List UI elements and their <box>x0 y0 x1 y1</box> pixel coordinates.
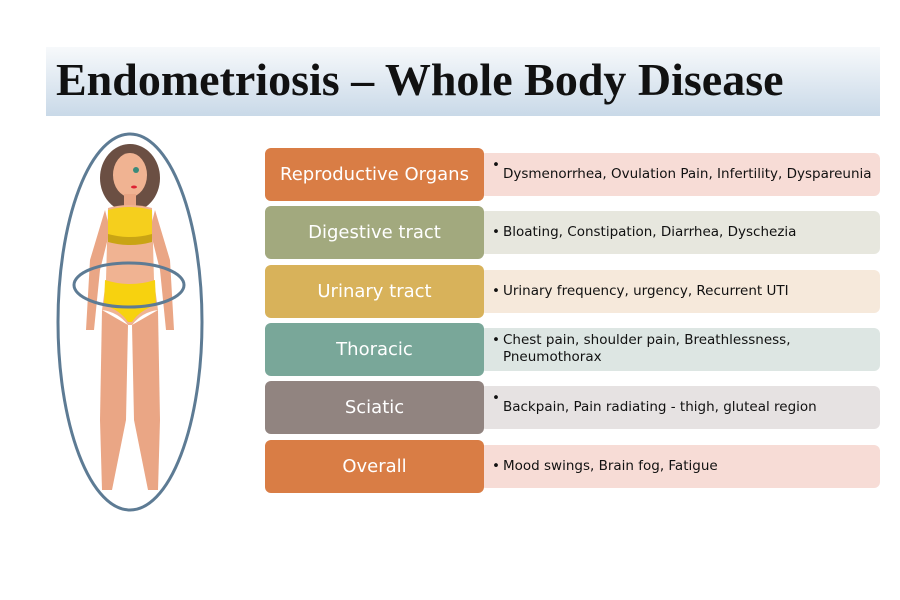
symptom-list: •Urinary frequency, urgency, Recurrent U… <box>480 269 880 313</box>
symptom-list: •Mood swings, Brain fog, Fatigue <box>480 444 880 488</box>
symptom-list: •Bloating, Constipation, Diarrhea, Dysch… <box>480 211 880 255</box>
bullet-icon: • <box>492 282 500 299</box>
category-label: Sciatic <box>265 381 484 435</box>
symptom-row: Reproductive Organs •Dysmenorrhea, Ovula… <box>265 148 880 201</box>
symptom-row: Sciatic •Backpain, Pain radiating - thig… <box>265 381 880 435</box>
symptom-text: Chest pain, shoulder pain, Breathlessnes… <box>502 332 791 366</box>
symptom-list: •Chest pain, shoulder pain, Breathlessne… <box>480 327 880 371</box>
bullet-icon: • <box>492 457 500 474</box>
category-label: Digestive tract <box>265 206 484 260</box>
category-label: Overall <box>265 439 484 493</box>
bullet-icon: • <box>492 390 500 407</box>
symptom-list: •Backpain, Pain radiating - thigh, glute… <box>480 386 880 430</box>
category-label: Urinary tract <box>265 264 484 318</box>
symptom-row: Overall •Mood swings, Brain fog, Fatigue <box>265 439 880 493</box>
category-label: Thoracic <box>265 322 484 376</box>
bullet-icon: • <box>492 331 500 348</box>
symptom-row: Urinary tract •Urinary frequency, urgenc… <box>265 264 880 318</box>
pelvic-region-outline <box>72 261 186 309</box>
symptom-text: Urinary frequency, urgency, Recurrent UT… <box>502 282 789 299</box>
symptom-text: Dysmenorrhea, Ovulation Pain, Infertilit… <box>502 166 872 182</box>
symptom-text: Bloating, Constipation, Diarrhea, Dysche… <box>502 224 797 241</box>
slide-title: Endometriosis – Whole Body Disease <box>56 54 784 105</box>
category-label: Reproductive Organs <box>265 148 484 201</box>
symptom-row: Digestive tract •Bloating, Constipation,… <box>265 206 880 260</box>
symptom-text: Backpain, Pain radiating - thigh, glutea… <box>502 399 817 416</box>
whole-body-outline <box>56 132 204 512</box>
symptom-text: Mood swings, Brain fog, Fatigue <box>502 457 718 474</box>
title-bar: Endometriosis – Whole Body Disease <box>46 47 880 116</box>
symptom-list: •Dysmenorrhea, Ovulation Pain, Infertili… <box>480 153 880 196</box>
woman-body-illustration <box>56 132 204 512</box>
bullet-icon: • <box>492 224 500 241</box>
symptom-row: Thoracic •Chest pain, shoulder pain, Bre… <box>265 322 880 376</box>
bullet-icon: • <box>492 157 500 173</box>
